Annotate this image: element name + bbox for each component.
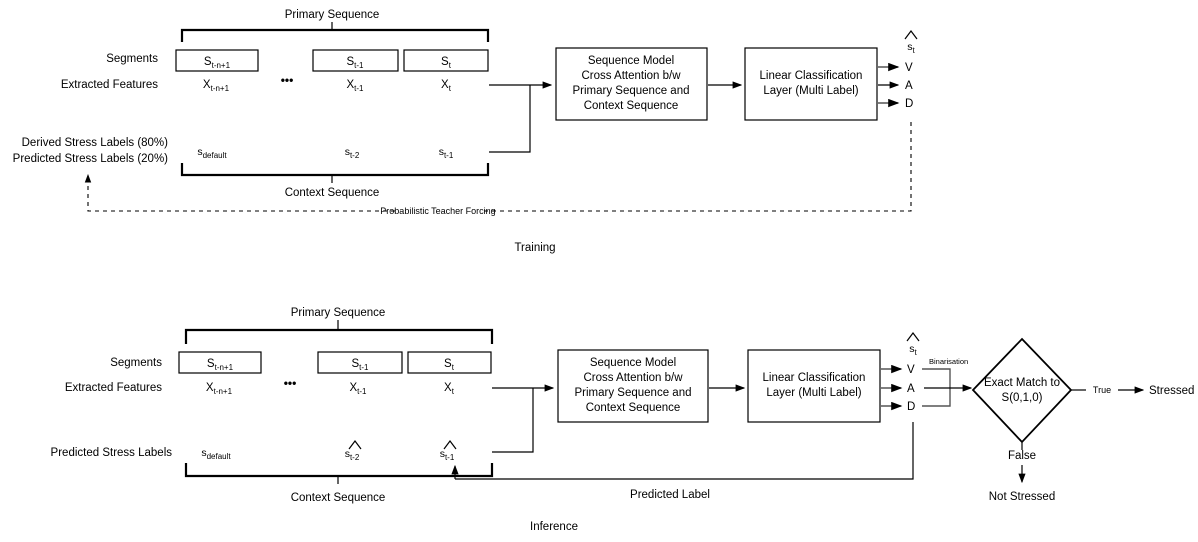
inference-segment-box-0 — [178, 351, 262, 374]
training-context-bracket — [180, 163, 490, 177]
inference-primary-bracket — [184, 328, 494, 344]
inference-segment-box-0-text: St-n+1 — [207, 358, 234, 372]
inference-model-line3: Primary Sequence and — [575, 387, 692, 399]
training-model-line4: Context Sequence — [584, 100, 679, 112]
inference-false-label: False — [1008, 450, 1036, 462]
training-model-box — [555, 47, 708, 121]
inference-classifier-box — [747, 349, 881, 423]
training-derived-labels-line1: Derived Stress Labels (80%) — [22, 137, 169, 149]
inference-model-line1: Sequence Model — [590, 357, 676, 369]
inference-feature-1: Xt-1 — [349, 382, 367, 396]
training-segments-label: Segments — [106, 53, 158, 65]
training-output-symbol: st — [907, 41, 915, 55]
training-model-line1: Sequence Model — [588, 55, 674, 67]
inference-context-item-2-hat-icon — [443, 440, 457, 450]
training-output-label-2: D — [905, 98, 913, 110]
training-teacher-forcing-label: Probabilistic Teacher Forcing — [380, 206, 495, 216]
training-output-label-1: A — [905, 80, 913, 92]
inference-feature-2: Xt — [444, 382, 455, 396]
inference-output-label-1: A — [907, 383, 915, 395]
training-feature-0: Xt-n+1 — [203, 79, 230, 93]
inference-segment-box-1 — [317, 351, 403, 374]
inference-context-bracket — [184, 463, 494, 478]
inference-primary-sequence-label: Primary Sequence — [291, 307, 386, 319]
training-context-item-1: st-2 — [345, 146, 360, 160]
training-derived-labels-line2: Predicted Stress Labels (20%) — [13, 153, 168, 165]
training-context-item-0: sdefault — [197, 146, 227, 160]
inference-segments-label: Segments — [110, 357, 162, 369]
inference-context-item-0: sdefault — [201, 447, 231, 461]
training-segment-box-2 — [403, 49, 489, 72]
training-teacher-forcing-right — [480, 122, 912, 212]
training-classifier-line1: Linear Classification — [760, 70, 863, 82]
training-context-feed-line — [489, 85, 531, 153]
training-segment-box-1 — [312, 49, 399, 72]
inference-decision-diamond — [971, 337, 1073, 444]
training-feature-1: Xt-1 — [346, 79, 364, 93]
training-primary-bracket — [180, 28, 490, 42]
inference-caption: Inference — [530, 521, 578, 533]
inference-binarisation-label: Binarisation — [929, 357, 968, 366]
training-teacher-forcing-left — [84, 173, 395, 212]
training-segment-box-2-text: St — [441, 56, 452, 70]
inference-segment-box-2 — [407, 351, 492, 374]
training-feature-2: Xt — [441, 79, 452, 93]
training-classifier-line2: Layer (Multi Label) — [763, 85, 858, 97]
inference-context-sequence-label: Context Sequence — [291, 492, 386, 504]
training-segment-box-1-text: St-1 — [346, 56, 364, 70]
inference-output-label-0: V — [907, 364, 915, 376]
inference-feature-0: Xt-n+1 — [206, 382, 233, 396]
training-context-sequence-label: Context Sequence — [285, 187, 380, 199]
inference-classifier-line2: Layer (Multi Label) — [766, 387, 861, 399]
inference-predicted-label-feedback-right — [455, 422, 914, 480]
inference-predicted-label-feedback-caption: Predicted Label — [630, 489, 710, 501]
inference-classifier-line1: Linear Classification — [763, 372, 866, 384]
training-segment-box-0 — [175, 49, 259, 72]
inference-model-line2: Cross Attention b/w — [583, 372, 683, 384]
inference-model-box — [557, 349, 709, 423]
inference-context-feed-line — [492, 388, 534, 453]
training-output-hat-icon — [904, 30, 918, 40]
training-ellipsis: ••• — [281, 73, 294, 87]
training-model-line2: Cross Attention b/w — [581, 70, 681, 82]
inference-context-item-1-hat-icon — [348, 440, 362, 450]
training-segment-box-0-text: St-n+1 — [204, 56, 231, 70]
inference-context-item-1: st-2 — [345, 448, 360, 462]
inference-output-symbol: st — [909, 343, 917, 357]
inference-model-line4: Context Sequence — [586, 402, 681, 414]
inference-ellipsis: ••• — [284, 376, 297, 390]
inference-decision-line1: Exact Match to — [984, 377, 1060, 389]
training-primary-sequence-label: Primary Sequence — [285, 9, 380, 21]
training-context-item-2: st-1 — [439, 146, 454, 160]
training-extracted-features-label: Extracted Features — [61, 79, 158, 91]
inference-decision-line2: S(0,1,0) — [1002, 392, 1043, 404]
inference-false-outcome: Not Stressed — [989, 491, 1055, 503]
training-classifier-box — [744, 47, 878, 121]
inference-output-hat-icon — [906, 332, 920, 342]
inference-segment-box-1-text: St-1 — [351, 358, 369, 372]
inference-output-label-2: D — [907, 401, 915, 413]
inference-predicted-labels-label: Predicted Stress Labels — [51, 447, 173, 459]
training-output-label-0: V — [905, 62, 913, 74]
inference-true-outcome: Stressed — [1149, 385, 1194, 397]
inference-segment-box-2-text: St — [444, 358, 455, 372]
training-caption: Training — [514, 242, 555, 254]
inference-context-item-2: st-1 — [440, 448, 455, 462]
inference-extracted-features-label: Extracted Features — [65, 382, 162, 394]
training-model-line3: Primary Sequence and — [573, 85, 690, 97]
inference-true-label: True — [1093, 385, 1111, 395]
